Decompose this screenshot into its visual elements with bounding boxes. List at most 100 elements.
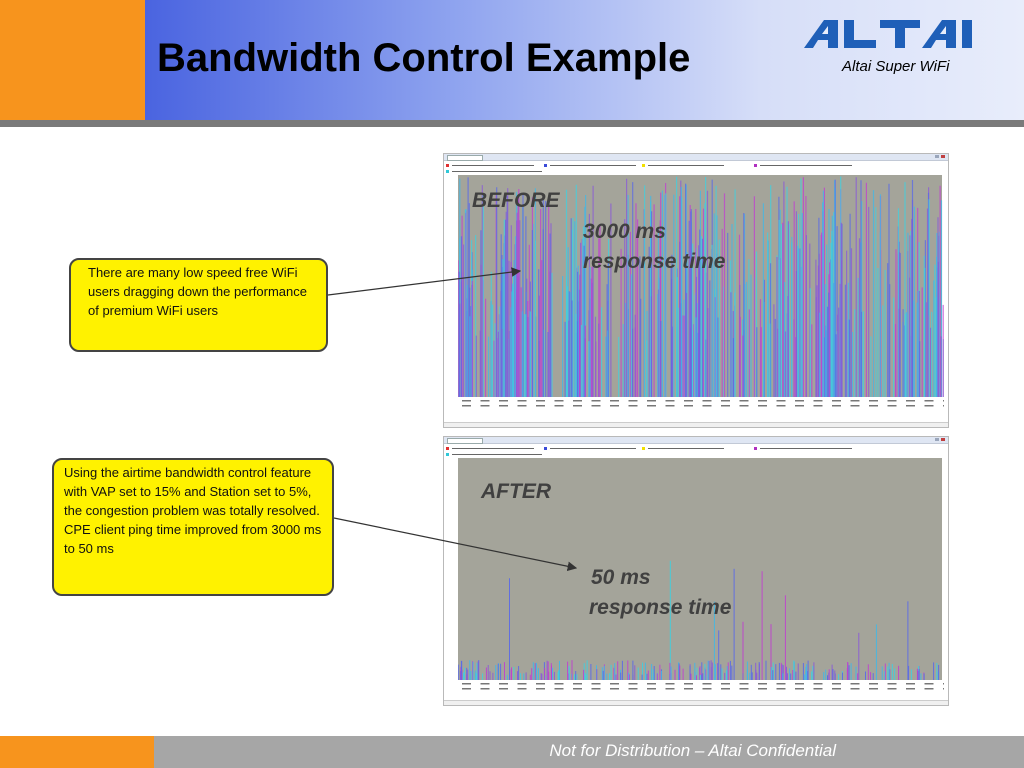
x-tick-mark [721, 688, 730, 690]
x-tick-mark [554, 688, 564, 690]
x-tick-mark [795, 688, 804, 690]
x-tick-mark [943, 405, 948, 407]
x-tick-mark [924, 683, 934, 685]
x-tick-mark [647, 688, 656, 690]
x-tick-mark [702, 400, 712, 402]
x-tick-mark [591, 683, 601, 685]
slide-title: Bandwidth Control Example [157, 36, 691, 80]
window-tab [447, 155, 483, 161]
x-tick-mark [517, 400, 527, 402]
x-tick-mark [906, 688, 915, 690]
x-tick-mark [684, 405, 693, 407]
chart-plot-before [457, 175, 944, 397]
x-tick-mark [480, 405, 490, 407]
window-statusbar [444, 700, 948, 705]
x-tick-mark [665, 688, 675, 690]
x-tick-mark [795, 405, 804, 407]
y-axis [444, 458, 458, 680]
x-tick-mark [906, 405, 915, 407]
x-tick-mark [869, 400, 878, 402]
after-ms: 50 ms [591, 566, 651, 589]
x-tick-mark [536, 688, 545, 690]
x-tick-mark [924, 688, 934, 690]
callout-before: There are many low speed free WiFi users… [69, 258, 328, 352]
x-tick-mark [739, 405, 749, 407]
x-tick-mark [480, 688, 490, 690]
x-tick-mark [591, 400, 601, 402]
altai-logo-mark [804, 20, 972, 48]
x-tick-mark [480, 400, 490, 402]
x-tick-mark [813, 405, 823, 407]
x-tick-mark [702, 683, 712, 685]
close-icon [941, 438, 945, 441]
x-tick-mark [758, 405, 767, 407]
legend-graphic [446, 164, 852, 173]
x-tick-mark [684, 683, 693, 685]
x-tick-mark [832, 400, 841, 402]
before-label: BEFORE [472, 189, 560, 212]
x-tick-mark [832, 683, 841, 685]
after-response-time: response time [589, 596, 732, 619]
x-tick-mark [721, 683, 730, 685]
x-tick-mark [610, 688, 619, 690]
x-tick-mark [480, 683, 490, 685]
x-tick-mark [554, 400, 564, 402]
x-tick-mark [536, 683, 545, 685]
x-tick-mark [610, 400, 619, 402]
x-tick-mark [536, 405, 545, 407]
chart-plot-after [457, 458, 942, 680]
x-tick-mark [591, 405, 601, 407]
window-statusbar [444, 422, 948, 427]
x-tick-mark [628, 688, 638, 690]
footer-text: Not for Distribution – Altai Confidentia… [549, 741, 836, 760]
y-axis [444, 175, 458, 397]
x-axis [458, 680, 948, 696]
x-tick-mark [499, 400, 508, 402]
x-tick-mark [887, 405, 897, 407]
x-tick-mark [499, 683, 508, 685]
x-tick-mark [869, 405, 878, 407]
x-tick-mark [813, 400, 823, 402]
chart-traces-before [457, 176, 944, 397]
close-icon [941, 155, 945, 158]
before-chart-screenshot [443, 153, 949, 428]
x-tick-mark [462, 683, 471, 685]
x-tick-mark [628, 683, 638, 685]
x-tick-mark [758, 683, 767, 685]
x-tick-mark [610, 405, 619, 407]
window-titlebar [444, 437, 948, 444]
x-tick-mark [869, 683, 878, 685]
x-tick-mark [758, 400, 767, 402]
footer-orange-block [0, 736, 154, 768]
x-tick-mark [591, 688, 601, 690]
x-tick-mark [739, 688, 749, 690]
x-tick-mark [665, 400, 675, 402]
x-tick-mark [702, 688, 712, 690]
x-tick-mark [943, 683, 948, 685]
x-tick-mark [776, 683, 786, 685]
x-tick-mark [665, 683, 675, 685]
x-tick-mark [887, 688, 897, 690]
x-tick-mark [832, 405, 841, 407]
x-tick-mark [739, 400, 749, 402]
before-response-time: response time [583, 250, 726, 273]
x-tick-mark [776, 405, 786, 407]
x-tick-mark [610, 683, 619, 685]
x-tick-mark [517, 683, 527, 685]
x-tick-mark [647, 400, 656, 402]
x-tick-mark [573, 405, 582, 407]
x-tick-mark [850, 400, 860, 402]
x-tick-mark [462, 688, 471, 690]
chart-legend [444, 161, 948, 173]
x-tick-mark [887, 683, 897, 685]
x-tick-mark [832, 688, 841, 690]
x-tick-mark [554, 683, 564, 685]
x-tick-mark [628, 400, 638, 402]
x-tick-mark [573, 400, 582, 402]
legend-graphic [446, 447, 852, 456]
x-tick-mark [906, 683, 915, 685]
maximize-icon [935, 155, 939, 158]
window-tab [447, 438, 483, 444]
x-tick-mark [536, 400, 545, 402]
x-tick-mark [517, 688, 527, 690]
